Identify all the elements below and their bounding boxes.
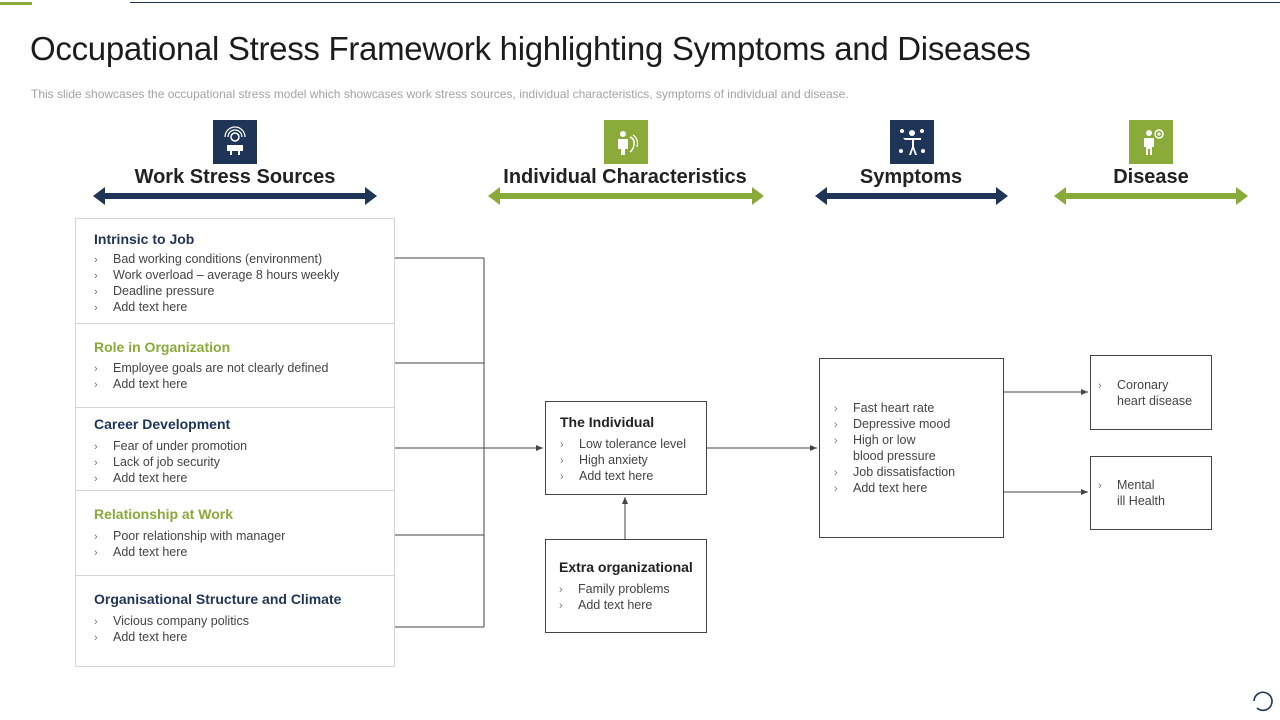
- bullet-chevron-icon: ›: [94, 302, 98, 314]
- disease-list: ›Coronary heart disease: [1098, 377, 1192, 409]
- bullet-chevron-icon: ›: [834, 435, 838, 447]
- source-title: Organisational Structure and Climate: [94, 591, 342, 607]
- bullet-chevron-icon: ›: [94, 379, 98, 391]
- list-item: ›Add text here: [94, 630, 188, 644]
- top-accent-bar: [0, 2, 32, 5]
- individual-icon: [604, 120, 648, 164]
- list-item: ›Fast heart rate: [834, 401, 935, 415]
- source-list: ›Vicious company politics ›Add text here: [94, 613, 249, 645]
- bullet-chevron-icon: ›: [94, 547, 98, 559]
- bullet-chevron-icon: ›: [834, 467, 838, 479]
- bullet-chevron-icon: ›: [94, 363, 98, 375]
- source-section-intrinsic: Intrinsic to Job ›Bad working conditions…: [76, 219, 394, 324]
- bullet-chevron-icon: ›: [94, 270, 98, 282]
- bullet-chevron-icon: ›: [94, 254, 98, 266]
- disease-icon: [1129, 120, 1173, 164]
- individual-list: ›Low tolerance level ›High anxiety ›Add …: [560, 436, 686, 484]
- source-list: ›Bad working conditions (environment) ›W…: [94, 251, 339, 315]
- extra-organizational-list: ›Family problems ›Add text here: [559, 581, 670, 613]
- source-list: ›Poor relationship with manager ›Add tex…: [94, 528, 285, 560]
- top-rule: [130, 2, 1280, 3]
- column-header-individual: Individual Characteristics: [503, 166, 747, 188]
- bullet-chevron-icon: ›: [834, 403, 838, 415]
- list-item: ›Vicious company politics: [94, 614, 249, 628]
- list-item-continuation: blood pressure: [853, 449, 936, 463]
- disease-list: ›Mental ill Health: [1098, 477, 1165, 509]
- bullet-chevron-icon: ›: [560, 439, 564, 451]
- list-item: ›Deadline pressure: [94, 284, 215, 298]
- sources-bracket: [395, 257, 543, 628]
- list-item: ›Bad working conditions (environment): [94, 252, 323, 266]
- source-list: ›Employee goals are not clearly defined …: [94, 360, 328, 392]
- list-item: ›Add text here: [834, 481, 928, 495]
- list-item: ›Add text here: [560, 469, 654, 483]
- page-subtitle: This slide showcases the occupational st…: [31, 87, 849, 101]
- header-arrow-symptoms: [815, 187, 1008, 205]
- bullet-chevron-icon: ›: [560, 455, 564, 467]
- list-item: ›Lack of job security: [94, 455, 220, 469]
- individual-title: The Individual: [560, 414, 655, 430]
- source-title: Role in Organization: [94, 339, 231, 355]
- list-item: ›High or low: [834, 433, 916, 447]
- header-arrow-disease: [1054, 187, 1248, 205]
- bullet-chevron-icon: ›: [94, 457, 98, 469]
- extra-organizational-box: Extra organizational ›Family problems ›A…: [545, 539, 707, 633]
- individual-box: The Individual ›Low tolerance level ›Hig…: [545, 401, 707, 495]
- bullet-chevron-icon: ›: [94, 632, 98, 644]
- source-title: Intrinsic to Job: [94, 231, 195, 247]
- list-item: ›High anxiety: [560, 453, 648, 467]
- source-title: Relationship at Work: [94, 506, 233, 522]
- bullet-chevron-icon: ›: [1098, 380, 1102, 392]
- list-item: ›Add text here: [94, 471, 188, 485]
- list-item: ›Family problems: [559, 582, 670, 596]
- bullet-chevron-icon: ›: [94, 531, 98, 543]
- list-item: ›Add text here: [94, 545, 188, 559]
- column-header-disease: Disease: [1113, 166, 1189, 188]
- list-item: ›Coronary: [1098, 378, 1169, 392]
- list-item: ›Fear of under promotion: [94, 439, 248, 453]
- list-item: ›Low tolerance level: [560, 437, 687, 451]
- bullet-chevron-icon: ›: [94, 286, 98, 298]
- list-item: ›Poor relationship with manager: [94, 529, 286, 543]
- disease-box-mental: ›Mental ill Health: [1090, 456, 1212, 530]
- column-header-symptoms: Symptoms: [859, 166, 963, 188]
- header-arrow-individual: [488, 187, 764, 205]
- source-section-structure: Organisational Structure and Climate ›Vi…: [76, 576, 394, 668]
- bullet-chevron-icon: ›: [1098, 480, 1102, 492]
- page-title: Occupational Stress Framework highlighti…: [30, 30, 1031, 67]
- list-item: ›Employee goals are not clearly defined: [94, 361, 329, 375]
- bullet-chevron-icon: ›: [559, 600, 563, 612]
- list-item-continuation: heart disease: [1117, 394, 1193, 408]
- column-header-work-stress: Work Stress Sources: [134, 166, 336, 188]
- work-stress-icon: [213, 120, 257, 164]
- list-item: ›Depressive mood: [834, 417, 951, 431]
- bullet-chevron-icon: ›: [834, 483, 838, 495]
- loading-spinner-icon: [1253, 691, 1273, 712]
- symptoms-icon: [890, 120, 934, 164]
- list-item: ›Add text here: [94, 377, 188, 391]
- symptoms-list: ›Fast heart rate ›Depressive mood ›High …: [834, 400, 955, 496]
- disease-box-coronary: ›Coronary heart disease: [1090, 355, 1212, 430]
- list-item: ›Job dissatisfaction: [834, 465, 956, 479]
- bullet-chevron-icon: ›: [94, 441, 98, 453]
- source-section-role: Role in Organization ›Employee goals are…: [76, 324, 394, 408]
- bullet-chevron-icon: ›: [94, 616, 98, 628]
- bullet-chevron-icon: ›: [560, 471, 564, 483]
- source-section-career: Career Development ›Fear of under promot…: [76, 408, 394, 491]
- work-stress-sources-panel: Intrinsic to Job ›Bad working conditions…: [75, 218, 395, 667]
- header-arrow-work-stress: [93, 187, 377, 205]
- symptoms-box: ›Fast heart rate ›Depressive mood ›High …: [819, 358, 1004, 538]
- source-title: Career Development: [94, 416, 231, 432]
- list-item: ›Add text here: [94, 300, 188, 314]
- list-item-continuation: ill Health: [1117, 494, 1165, 508]
- list-item: ›Work overload – average 8 hours weekly: [94, 268, 340, 282]
- bullet-chevron-icon: ›: [94, 473, 98, 485]
- bullet-chevron-icon: ›: [834, 419, 838, 431]
- extra-organizational-title: Extra organizational: [559, 559, 693, 575]
- bullet-chevron-icon: ›: [559, 584, 563, 596]
- list-item: ›Mental: [1098, 478, 1155, 492]
- source-list: ›Fear of under promotion ›Lack of job se…: [94, 438, 247, 486]
- source-section-relationship: Relationship at Work ›Poor relationship …: [76, 491, 394, 576]
- list-item: ›Add text here: [559, 598, 653, 612]
